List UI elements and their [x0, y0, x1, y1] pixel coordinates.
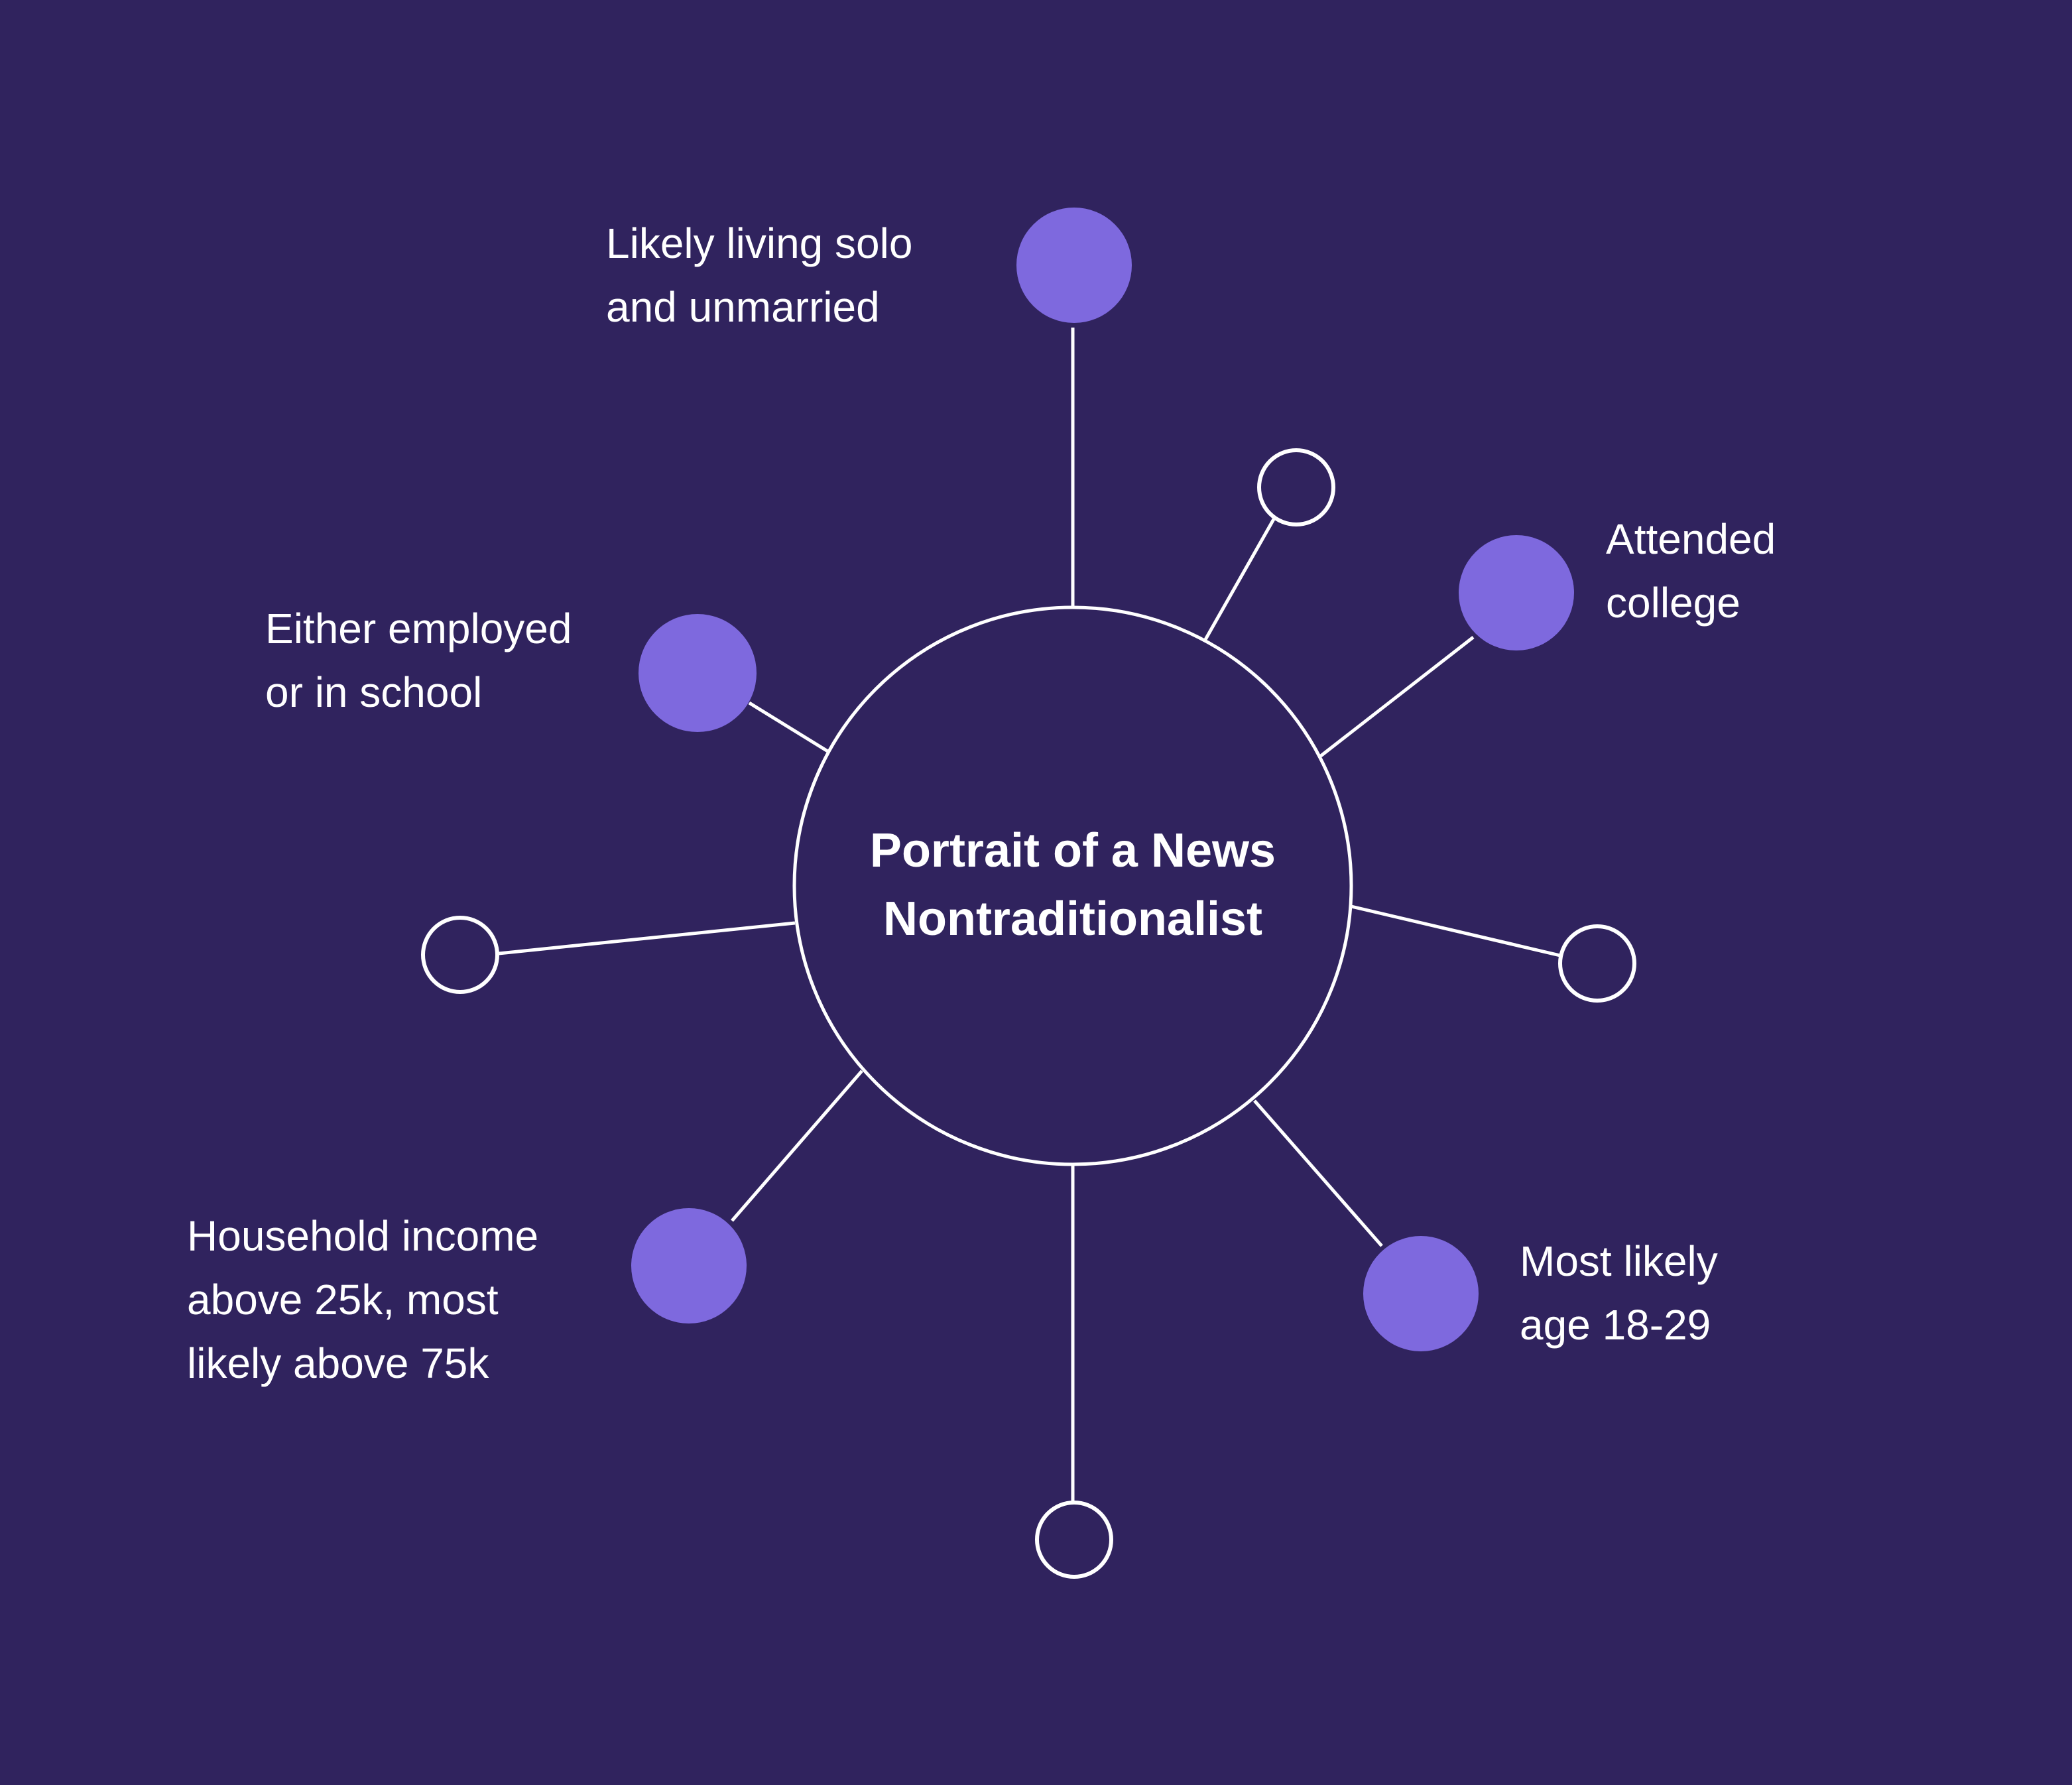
empty-node-upper-right	[1257, 448, 1335, 526]
connector-attended-college	[1319, 636, 1475, 757]
node-employed-or-school	[639, 614, 757, 732]
connector-age	[1253, 1099, 1383, 1247]
title-line-1: Portrait of a News	[869, 824, 1276, 877]
connector-employed-or-school	[748, 701, 830, 754]
label-line: age 18-29	[1520, 1301, 1711, 1349]
label-line: college	[1606, 579, 1740, 627]
label-line: and unmarried	[606, 283, 880, 331]
connector-right-empty	[1351, 904, 1561, 957]
label-line: Most likely	[1520, 1237, 1718, 1285]
label-household-income: Household income above 25k, most likely …	[187, 1204, 538, 1395]
connector-lines	[498, 328, 1561, 1503]
label-attended-college: Attended college	[1606, 507, 1776, 635]
empty-nodes	[421, 448, 1636, 1579]
node-attended-college	[1459, 535, 1574, 650]
labeled-nodes	[631, 208, 1574, 1351]
node-living-solo	[1016, 208, 1132, 323]
label-line: or in school	[265, 668, 483, 716]
empty-node-right	[1558, 924, 1636, 1003]
label-line: Either employed	[265, 605, 572, 652]
connector-left-empty	[498, 921, 796, 955]
label-age: Most likely age 18-29	[1520, 1229, 1718, 1357]
label-line: likely above 75k	[187, 1339, 489, 1387]
label-line: Attended	[1606, 515, 1776, 563]
connector-upper-right-empty	[1202, 518, 1276, 643]
connector-household-income	[731, 1070, 863, 1222]
label-line: Household income	[187, 1212, 539, 1260]
label-living-solo: Likely living solo and unmarried	[606, 212, 912, 339]
node-age	[1363, 1236, 1479, 1351]
label-line: above 25k, most	[187, 1276, 499, 1323]
diagram-title: Portrait of a News Nontraditionalist	[794, 817, 1351, 954]
center-node-circle	[792, 605, 1353, 1166]
empty-node-bottom	[1035, 1501, 1113, 1579]
title-line-2: Nontraditionalist	[883, 892, 1262, 946]
node-household-income	[631, 1208, 747, 1323]
label-employed-or-school: Either employed or in school	[265, 597, 572, 724]
empty-node-left	[421, 916, 499, 994]
label-line: Likely living solo	[606, 219, 913, 267]
